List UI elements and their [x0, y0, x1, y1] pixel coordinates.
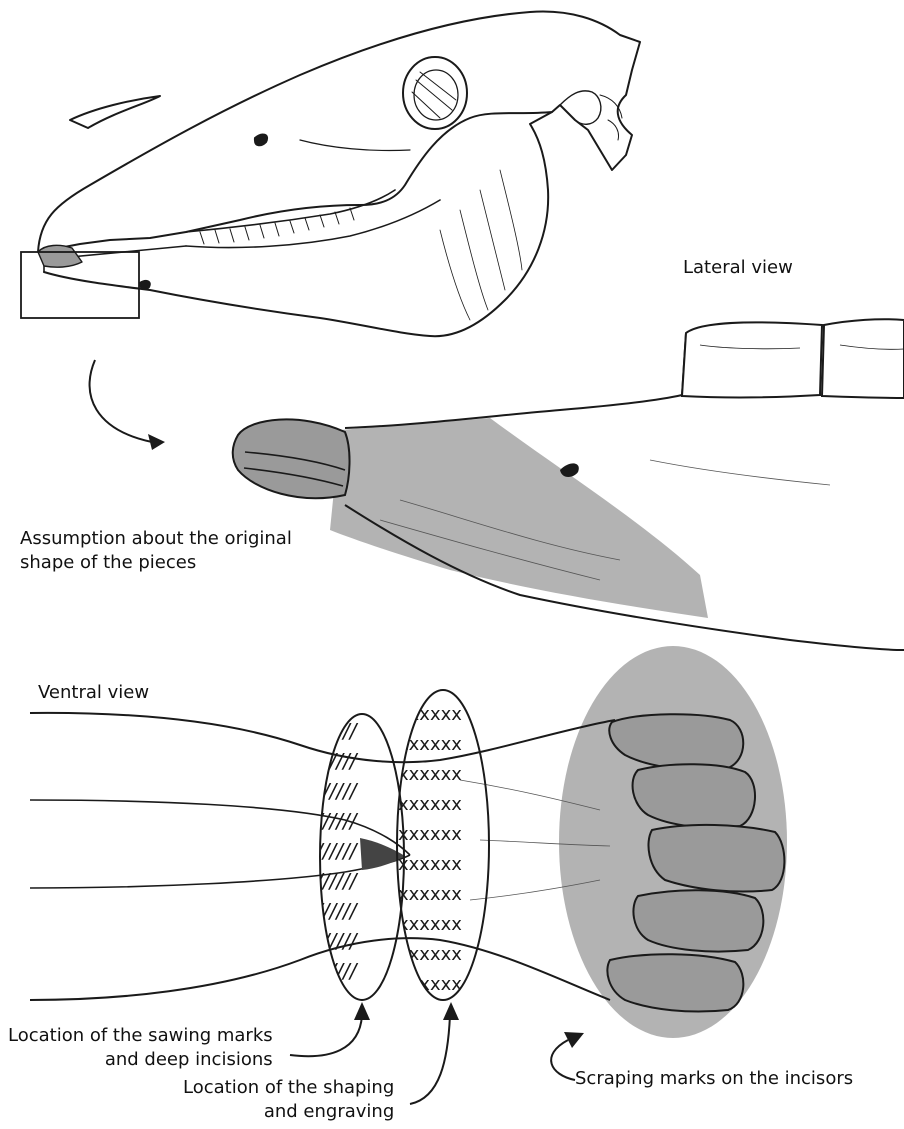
- assumption-line-1: Assumption about the original: [20, 527, 292, 551]
- sawing-line-1: Location of the sawing marks: [8, 1024, 273, 1048]
- arrow-sawing: [290, 1002, 370, 1056]
- hatch-row: //////: [314, 719, 359, 743]
- lateral-detail: [233, 319, 904, 650]
- hatch-row: //////: [314, 929, 359, 953]
- hatch-row: xxxxxx: [398, 764, 462, 785]
- horse-skull: [38, 12, 640, 337]
- molar-1: [682, 322, 822, 397]
- shaping-label: Location of the shaping and engraving: [183, 1076, 394, 1124]
- incisor-lateral: [233, 419, 350, 498]
- shaping-line-2: and engraving: [183, 1100, 394, 1124]
- sawing-label: Location of the sawing marks and deep in…: [8, 1024, 273, 1072]
- hatch-row: xxxxxx: [398, 914, 462, 935]
- hatch-row: xxxxxx: [398, 824, 462, 845]
- arrow-shaping: [410, 1002, 459, 1104]
- hatch-row: xxxxxx: [398, 884, 462, 905]
- hatch-row: xxxxxx: [398, 974, 462, 995]
- scraping-label: Scraping marks on the incisors: [575, 1067, 853, 1091]
- curved-arrow-lateral: [90, 360, 165, 450]
- shaded-region-lateral: [330, 418, 708, 618]
- lateral-view-label: Lateral view: [683, 256, 793, 280]
- shaping-engraving-region: xxxxxx xxxxxx xxxxxx xxxxxx xxxxxx xxxxx…: [397, 690, 489, 1000]
- shaping-line-1: Location of the shaping: [183, 1076, 394, 1100]
- hatch-row: //////: [314, 899, 359, 923]
- hatch-row: //////: [314, 749, 359, 773]
- sawing-line-2: and deep incisions: [8, 1048, 273, 1072]
- hatch-row: xxxxxx: [398, 704, 462, 725]
- hatch-row: xxxxxx: [398, 794, 462, 815]
- ventral-view-label: Ventral view: [38, 681, 149, 705]
- hatch-row: xxxxxx: [398, 854, 462, 875]
- molar-2: [822, 319, 904, 398]
- hatch-row: //////: [314, 779, 359, 803]
- assumption-label: Assumption about the original shape of t…: [20, 527, 292, 575]
- assumption-line-2: shape of the pieces: [20, 551, 292, 575]
